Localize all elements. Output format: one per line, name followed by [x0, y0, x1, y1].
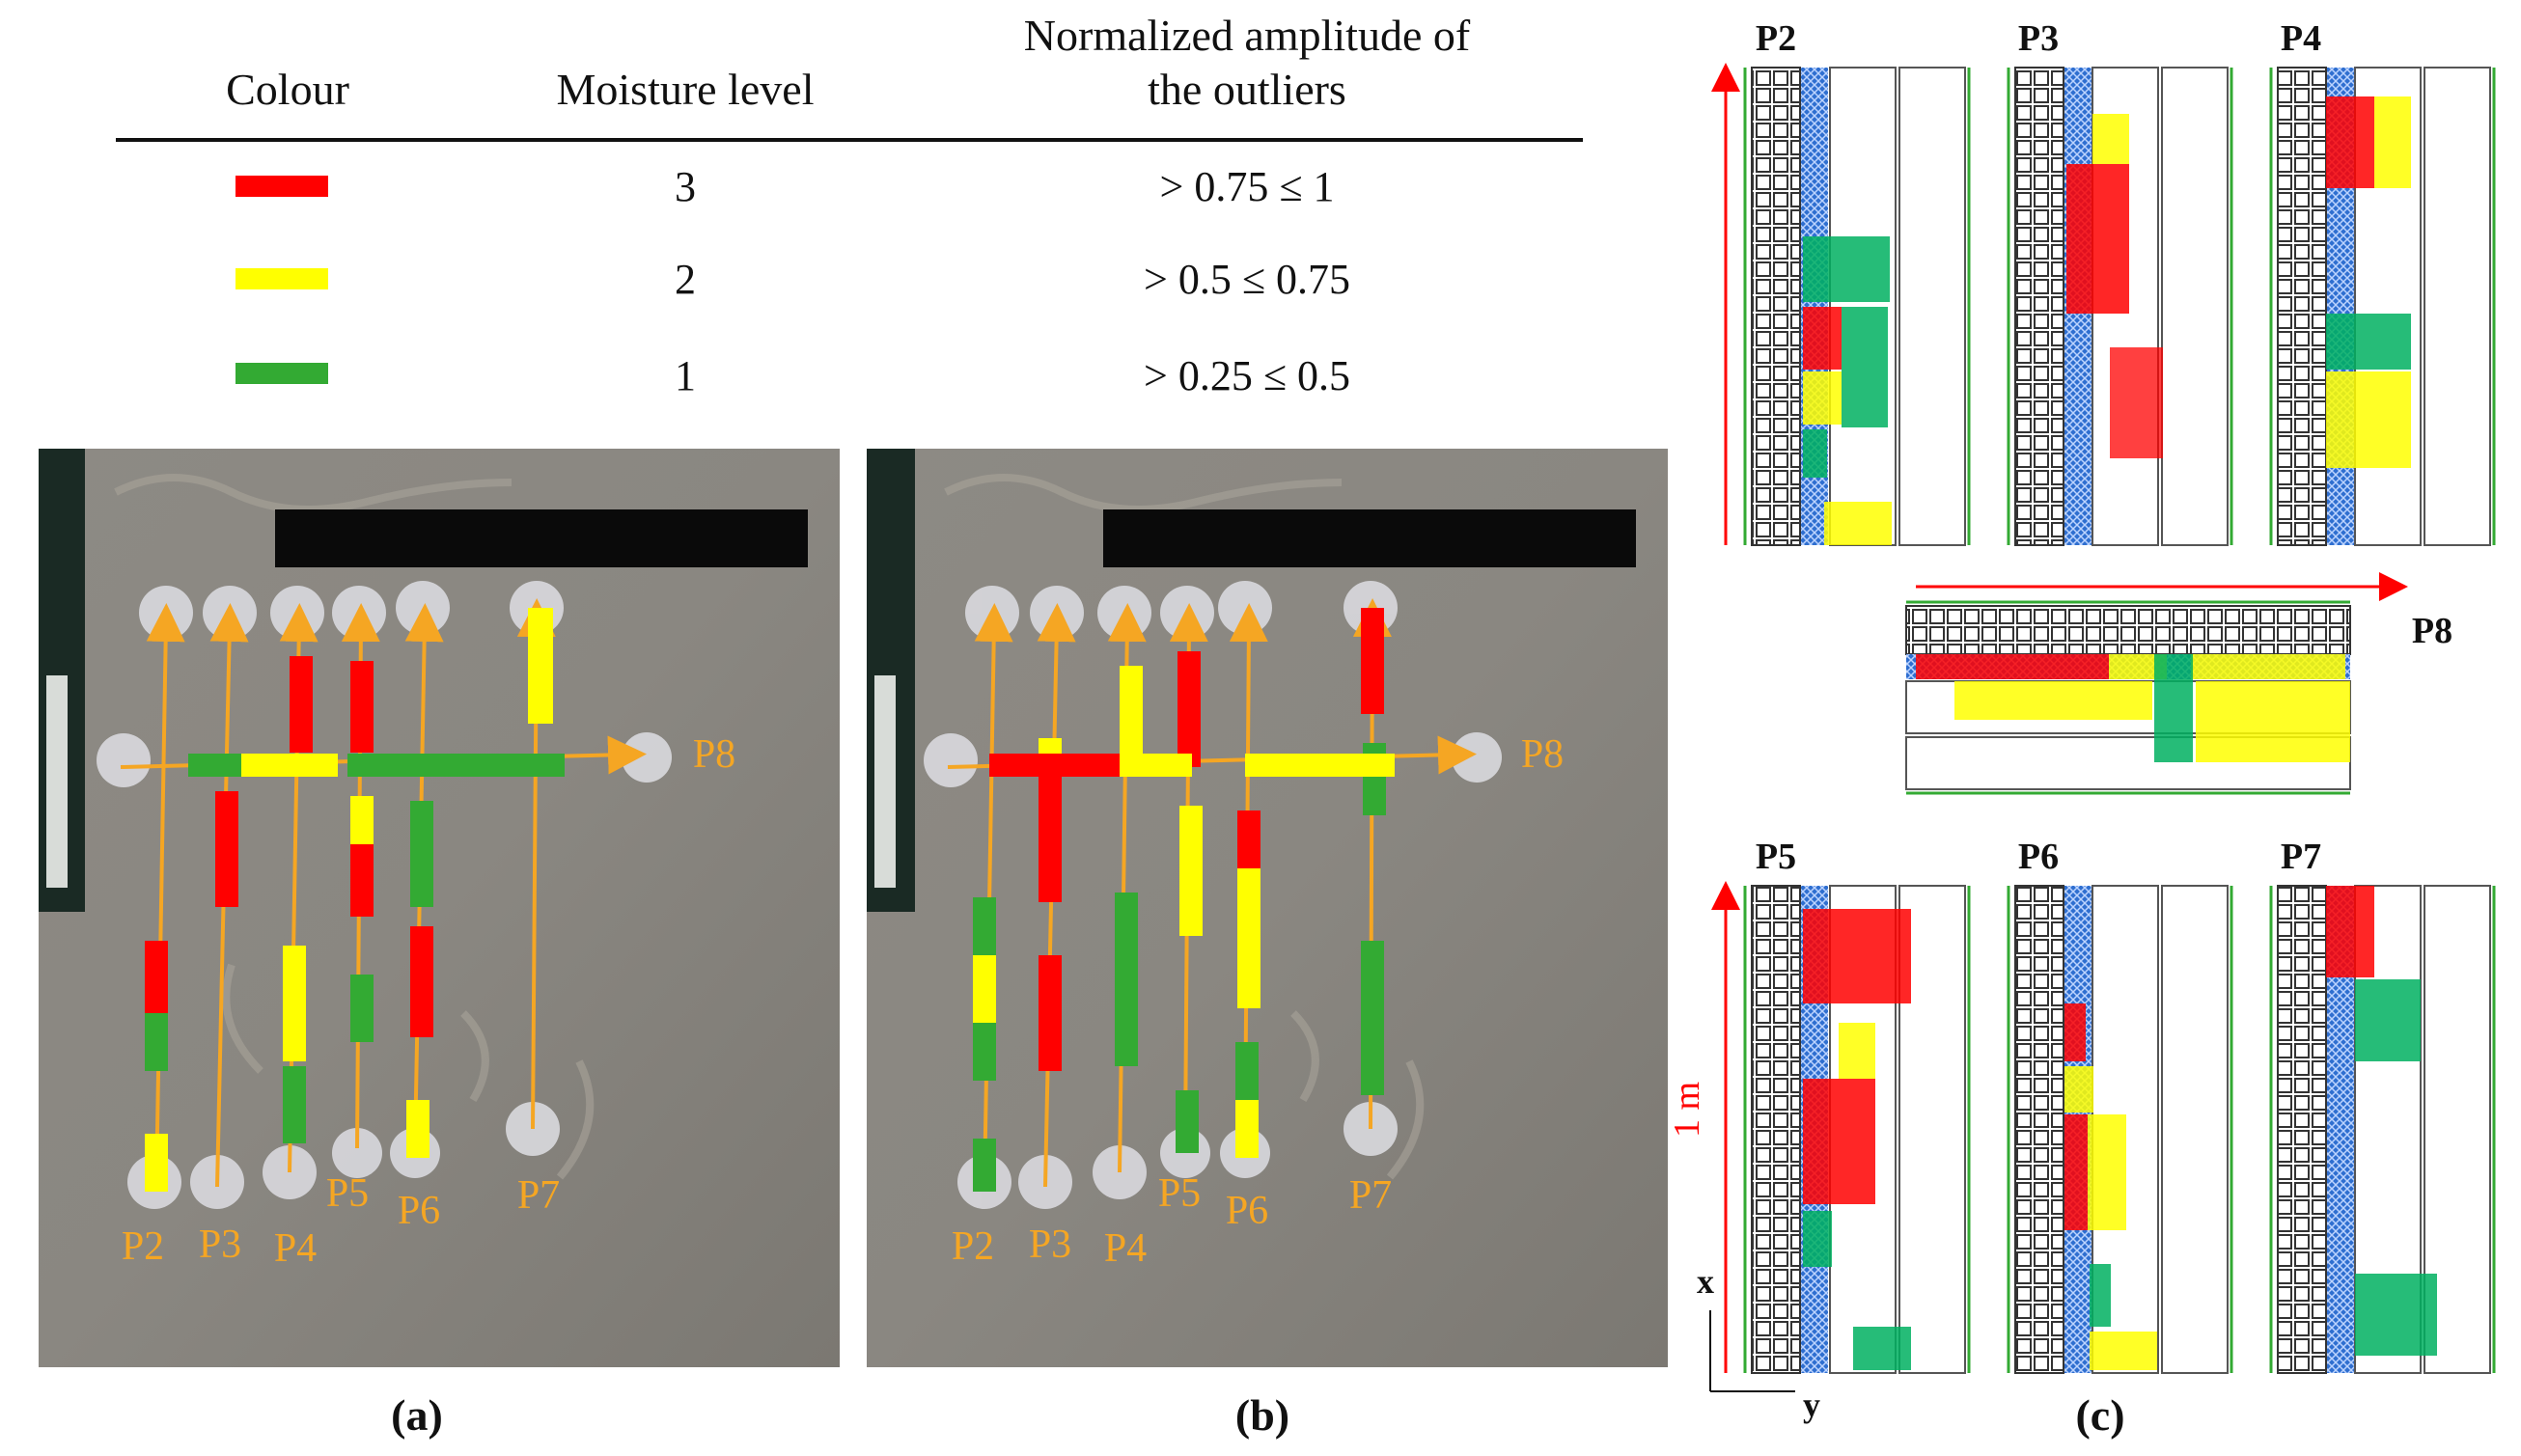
moisture-bars-a [145, 608, 565, 1192]
legend-level-2: 2 [675, 256, 696, 303]
legend-swatch-green [235, 363, 328, 384]
photo-b-label-p8: P8 [1521, 732, 1564, 777]
schematic-label-p4: P4 [2281, 18, 2321, 59]
photo-a-label-p6: P6 [398, 1189, 440, 1233]
legend-range-1: > 0.25 ≤ 0.5 [1144, 352, 1350, 399]
black-bar-b [1103, 509, 1636, 567]
axis-indicator: x y [1697, 1262, 1820, 1424]
legend-swatch-red [235, 176, 328, 197]
photo-b-label-p7: P7 [1349, 1173, 1392, 1218]
legend-header-colour: Colour [226, 65, 349, 114]
schematic-panel-c: P2 P3 [1667, 18, 2496, 1424]
caption-a: (a) [391, 1390, 443, 1440]
schematic-label-p5: P5 [1756, 837, 1796, 877]
photo-a-label-p3: P3 [199, 1222, 241, 1267]
photo-a-label-p8: P8 [693, 732, 735, 777]
window-glass-a [46, 675, 68, 888]
legend-level-1: 1 [675, 352, 696, 399]
axis-y-label: y [1803, 1386, 1820, 1424]
schematic-p7: P7 [2269, 837, 2496, 1374]
legend-level-3: 3 [675, 163, 696, 210]
photo-b-label-p5: P5 [1158, 1171, 1201, 1216]
legend-header-moisture: Moisture level [557, 65, 815, 114]
schematic-p2: P2 [1711, 18, 1971, 546]
legend-swatch-yellow [235, 268, 328, 289]
schematic-label-p2: P2 [1756, 18, 1796, 59]
photo-b-label-p6: P6 [1226, 1189, 1268, 1233]
legend-range-2: > 0.5 ≤ 0.75 [1144, 256, 1350, 303]
schematic-p3: P3 [2007, 18, 2233, 546]
caption-c: (c) [2075, 1390, 2124, 1440]
photo-panel-b: P2 P3 P4 P5 P6 P7 P8 [867, 449, 1668, 1367]
schematic-p5: 1 m P5 [1667, 837, 1971, 1374]
schematic-label-p3: P3 [2018, 18, 2059, 59]
photo-a-label-p2: P2 [122, 1224, 164, 1269]
legend-table: Colour Moisture level Normalized amplitu… [116, 11, 1583, 399]
photo-a-label-p5: P5 [326, 1171, 369, 1216]
legend-header-amplitude-2: the outliers [1148, 65, 1346, 114]
axis-x-label: x [1697, 1262, 1714, 1301]
legend-range-3: > 0.75 ≤ 1 [1160, 163, 1335, 210]
moisture-bars-b [973, 608, 1395, 1192]
schematic-p8: P8 [1905, 572, 2452, 795]
photo-b-label-p3: P3 [1029, 1222, 1071, 1267]
schematic-label-p8: P8 [2412, 611, 2452, 651]
scale-label-1m: 1 m [1667, 1082, 1707, 1138]
black-bar-a [275, 509, 808, 567]
legend-header-amplitude-1: Normalized amplitude of [1024, 11, 1471, 60]
schematic-label-p6: P6 [2018, 837, 2059, 877]
schematic-p4: P4 [2269, 18, 2496, 546]
caption-b: (b) [1235, 1390, 1289, 1440]
photo-a-label-p7: P7 [517, 1173, 560, 1218]
window-glass-b [874, 675, 896, 888]
photo-panel-a: P2 P3 P4 P5 P6 P7 P8 [39, 449, 840, 1367]
photo-a-label-p4: P4 [274, 1226, 317, 1271]
photo-b-label-p2: P2 [952, 1224, 994, 1269]
photo-b-label-p4: P4 [1104, 1226, 1147, 1271]
schematic-p6: P6 [2007, 837, 2233, 1374]
schematic-label-p7: P7 [2281, 837, 2321, 877]
